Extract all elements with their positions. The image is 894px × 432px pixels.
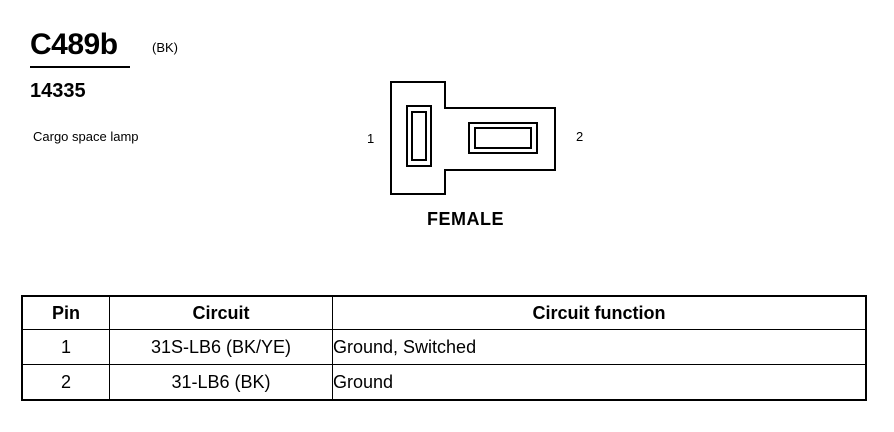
header-circuit: Circuit xyxy=(109,295,333,330)
part-number: 14335 xyxy=(30,80,86,102)
pin-2-cavity-outer xyxy=(468,122,538,154)
connector-housing-outline xyxy=(390,81,556,195)
cell-circuit-function: Ground, Switched xyxy=(332,329,867,365)
pin-table: Pin Circuit Circuit function 1 31S-LB6 (… xyxy=(21,295,867,401)
connector-face-diagram xyxy=(390,81,556,195)
cell-circuit: 31-LB6 (BK) xyxy=(109,364,333,401)
cell-circuit: 31S-LB6 (BK/YE) xyxy=(109,329,333,365)
table-row: 1 31S-LB6 (BK/YE) Ground, Switched xyxy=(21,329,867,365)
connector-description: Cargo space lamp xyxy=(33,129,139,144)
pin-1-cavity-outer xyxy=(406,105,432,167)
header-pin: Pin xyxy=(21,295,110,330)
color-code: (BK) xyxy=(152,40,178,55)
pin-2-cavity-inner xyxy=(474,127,532,149)
connector-id: C489b xyxy=(30,28,118,61)
cell-circuit-function: Ground xyxy=(332,364,867,401)
header-circuit-function: Circuit function xyxy=(332,295,867,330)
table-header-row: Pin Circuit Circuit function xyxy=(21,295,867,330)
table-row: 2 31-LB6 (BK) Ground xyxy=(21,364,867,401)
cell-pin: 1 xyxy=(21,329,110,365)
pin-1-cavity-inner xyxy=(411,111,427,161)
cell-pin: 2 xyxy=(21,364,110,401)
pin-label-1: 1 xyxy=(367,131,375,146)
connector-id-underline xyxy=(30,66,130,68)
connector-gender-label: FEMALE xyxy=(427,209,504,229)
pin-label-2: 2 xyxy=(576,129,584,144)
